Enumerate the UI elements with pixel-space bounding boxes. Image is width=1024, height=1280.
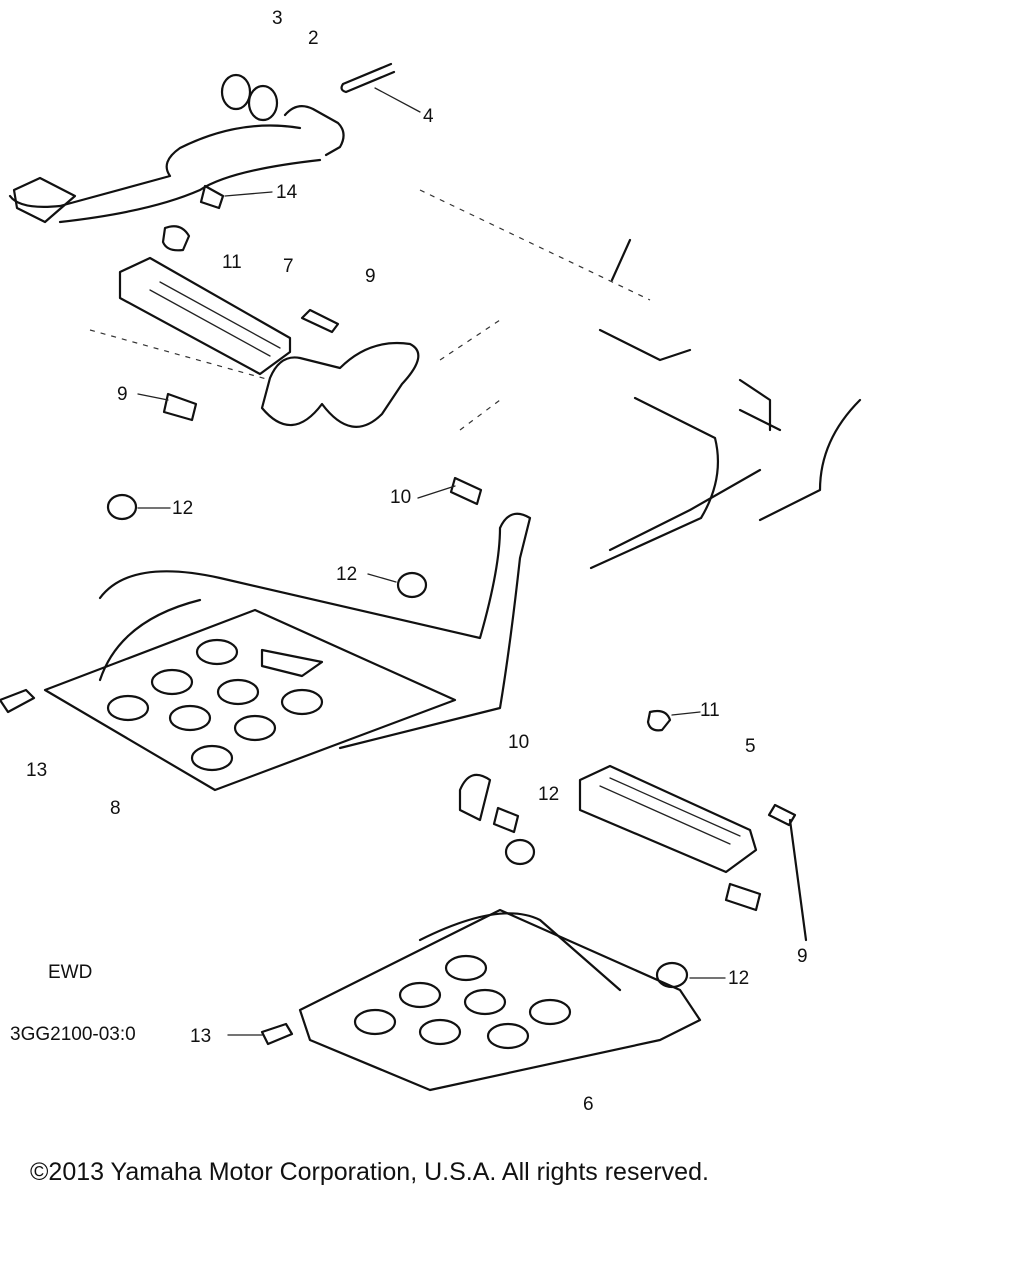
part-label-7: 7 (283, 256, 294, 277)
bolt-part-9-upper (300, 308, 340, 334)
nut-part-11-b (646, 709, 672, 732)
footboard-plate-part-8 (43, 608, 457, 792)
plate-hole-7 (280, 688, 324, 716)
leader-9-c (788, 818, 808, 942)
plate-hole-2 (150, 668, 194, 696)
frame-line-6 (608, 468, 762, 552)
bolt-part-13-a (0, 688, 36, 714)
part-label-11-top: 11 (222, 252, 242, 273)
footboard-bracket-b (418, 912, 622, 992)
footrest-bar-part-5 (578, 764, 758, 874)
plate-b-hole-2 (398, 981, 442, 1009)
part-label-13-a: 13 (26, 760, 47, 781)
frame-line-3 (589, 396, 720, 570)
plate-b-hole-6 (486, 1022, 530, 1050)
bolt-part-9-lower (724, 882, 762, 912)
frame-line-4 (738, 378, 782, 432)
footboard-rim (98, 598, 202, 682)
footboard-plate-part-6 (298, 908, 702, 1092)
plate-hole-8 (190, 744, 234, 772)
frame-line-1 (610, 238, 632, 282)
damper-part-12-b (396, 571, 428, 599)
bolt-part-12-c (492, 806, 520, 834)
left-footboard-assembly (0, 476, 532, 792)
diagram-code: 3GG2100-03:0 (10, 1024, 136, 1045)
frame-fragments (419, 189, 862, 570)
part-label-10-a: 10 (390, 487, 411, 508)
leader-10-a (417, 485, 456, 499)
assembly-axis-1 (89, 329, 271, 381)
pin-part-4 (340, 62, 396, 94)
screw-part-14 (199, 184, 225, 210)
plate-b-hole-5 (418, 1018, 462, 1046)
part-label-11-b: 11 (700, 700, 720, 721)
part-label-12-d: 12 (728, 968, 749, 989)
part-label-9-lower: 9 (797, 946, 808, 967)
plate-b-hole-3 (463, 988, 507, 1016)
assembly-axis-3 (439, 319, 501, 431)
footrest-grip-ridges (149, 281, 281, 357)
pedal-foot-pad (12, 176, 77, 224)
washer-part-3 (220, 73, 252, 111)
leader-11-b (671, 711, 701, 716)
footboard-bracket-arm (98, 512, 532, 750)
bolt-part-10-a (449, 476, 483, 506)
ewd-stamp: EWD (48, 962, 92, 983)
copyright-notice: ©2013 Yamaha Motor Corporation, U.S.A. A… (30, 1158, 709, 1186)
assembly-axis-2 (419, 189, 651, 301)
plate-b-hole-7 (528, 998, 572, 1026)
leader-4 (374, 87, 421, 113)
nut-part-11-top (161, 225, 191, 252)
plate-b-hole-4 (353, 1008, 397, 1036)
right-footrest-assembly (458, 709, 808, 942)
damper-part-12-c (504, 838, 536, 866)
part-label-13-b: 13 (190, 1026, 211, 1047)
part-label-12-a: 12 (172, 498, 193, 519)
plate-hole-5 (168, 704, 212, 732)
damper-part-12-a (106, 493, 138, 521)
pedal-pivot-boss (283, 104, 345, 157)
footrest-grip-ridges-b (599, 777, 741, 845)
frame-line-5 (758, 398, 862, 522)
part-label-4: 4 (423, 106, 434, 127)
plate-b-hole-1 (444, 954, 488, 982)
right-footboard-assembly (227, 908, 726, 1092)
bolt-part-13-b (260, 1022, 294, 1046)
part-label-6: 6 (583, 1094, 594, 1115)
part-label-12-c: 12 (538, 784, 559, 805)
footrest-bracket (260, 342, 420, 428)
part-label-5: 5 (745, 736, 756, 757)
part-label-9-left: 9 (117, 384, 128, 405)
washer-part-2 (247, 84, 279, 122)
plate-hole-6 (233, 714, 277, 742)
plate-hole-1 (195, 638, 239, 666)
damper-part-12-d (655, 961, 689, 989)
bolt-part-9-right (767, 803, 797, 827)
part-label-10-b: 10 (508, 732, 529, 753)
part-label-8: 8 (110, 798, 121, 819)
part-label-9-upper: 9 (365, 266, 376, 287)
plate-hole-4 (106, 694, 150, 722)
leader-12-b (367, 573, 397, 583)
part-label-12-b: 12 (336, 564, 357, 585)
front-footrest-assembly (89, 225, 420, 428)
part-label-2: 2 (308, 28, 319, 49)
frame-line-2 (598, 328, 692, 362)
leader-14 (224, 191, 273, 197)
part-label-3: 3 (272, 8, 283, 29)
footrest-bar-part-7 (118, 256, 292, 376)
bracket-part-10-b (458, 773, 492, 822)
plate-hole-3 (216, 678, 260, 706)
plate-slot (260, 648, 324, 678)
bolt-part-9-left (162, 392, 198, 422)
part-label-14: 14 (276, 182, 298, 203)
brake-pedal-arm (8, 124, 322, 224)
brake-pedal-assembly (8, 62, 421, 224)
leader-9-left (137, 393, 169, 401)
